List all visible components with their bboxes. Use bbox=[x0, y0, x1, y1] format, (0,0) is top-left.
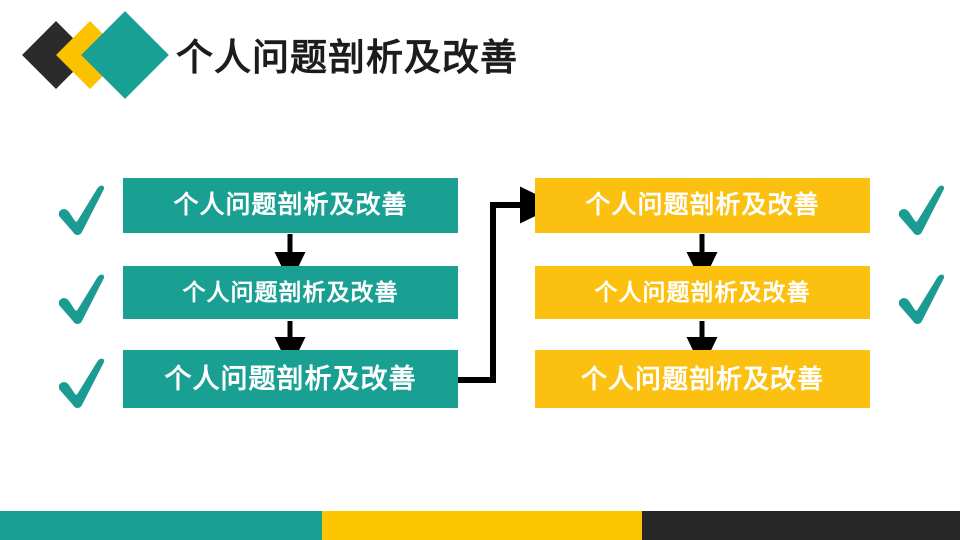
cross-column-connector bbox=[455, 186, 559, 383]
checkmark-icon-left-3 bbox=[53, 349, 111, 411]
overlapping-diamonds-logo bbox=[22, 11, 178, 99]
page-title: 个人问题剖析及改善 bbox=[176, 37, 518, 78]
footer-segment-teal bbox=[0, 511, 322, 540]
teal-diamond-icon bbox=[81, 11, 169, 99]
checkmark-icon-left-1 bbox=[53, 176, 111, 238]
right-flow-box-3[interactable]: 个人问题剖析及改善 bbox=[535, 350, 870, 408]
footer-segment-dark bbox=[642, 511, 960, 540]
checkmark-icon-right-1 bbox=[893, 176, 951, 238]
right-flow-box-2[interactable]: 个人问题剖析及改善 bbox=[535, 266, 870, 319]
left-flow-box-2[interactable]: 个人问题剖析及改善 bbox=[123, 266, 458, 319]
left-flow-box-3[interactable]: 个人问题剖析及改善 bbox=[123, 350, 458, 408]
footer-segment-yellow bbox=[322, 511, 642, 540]
checkmark-icon-right-2 bbox=[893, 265, 951, 327]
left-flow-box-1[interactable]: 个人问题剖析及改善 bbox=[123, 178, 458, 233]
checkmark-icon-left-2 bbox=[53, 265, 111, 327]
right-flow-box-1[interactable]: 个人问题剖析及改善 bbox=[535, 178, 870, 233]
